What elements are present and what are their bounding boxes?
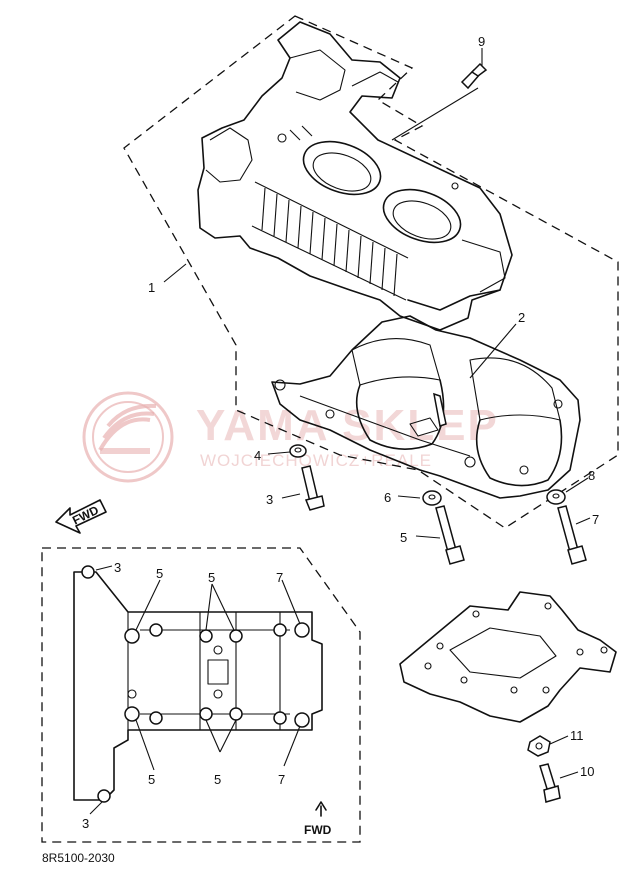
fwd-arrow-bottom: FWD [304,801,332,837]
inset-callout-5-bottom-mid: 5 [214,772,221,787]
callout-6: 6 [384,490,391,505]
callout-2: 2 [518,310,525,325]
bolt-pattern-inset [73,565,323,803]
washer-part-4 [289,444,307,458]
callout-1: 1 [148,280,155,295]
bolt-part-3 [301,465,325,511]
inset-callout-3-bottom: 3 [82,816,89,831]
brand-logo-icon [82,391,174,483]
nut-part-11 [527,735,551,757]
callout-7: 7 [592,512,599,527]
bracket-part [399,591,617,723]
inset-callout-7-bottom: 7 [278,772,285,787]
watermark-brand: YAMA SKLEP [196,401,499,450]
callout-3: 3 [266,492,273,507]
bolt-part-10 [539,763,561,803]
watermark: YAMA SKLEP WOJCIECHOWICZ+REALE [82,391,499,483]
fwd-label-bottom: FWD [304,823,332,837]
callout-8: 8 [588,468,595,483]
inset-callout-5-left: 5 [156,566,163,581]
inset-outline [41,547,361,843]
upper-crankcase [197,21,513,331]
bolt-part-7 [557,505,587,565]
callout-5: 5 [400,530,407,545]
bolt-part-5 [435,505,465,565]
figure-code: 8R5100-2030 [42,851,115,865]
leader-lines [89,48,591,815]
inset-callout-5-mid: 5 [208,570,215,585]
callout-10: 10 [580,764,594,779]
callout-11: 11 [570,728,584,743]
callout-labels: 1 2 9 4 3 6 5 8 7 11 10 3 5 5 7 5 5 7 3 [82,34,599,831]
inset-callout-3-top: 3 [114,560,121,575]
dowel-pin [433,392,447,427]
inset-callout-7-top: 7 [276,570,283,585]
nozzle-part [460,62,488,90]
callout-9: 9 [478,34,485,49]
watermark-subtitle: WOJCIECHOWICZ+REALE [200,451,432,470]
fwd-arrow-top: FWD [55,499,107,534]
inset-callout-5-bottom-left: 5 [148,772,155,787]
washer-part-6 [422,490,442,506]
callout-4: 4 [254,448,261,463]
inset-bolt-holes [81,565,310,803]
fwd-label-top: FWD [70,503,101,528]
washer-part-8 [546,489,566,505]
